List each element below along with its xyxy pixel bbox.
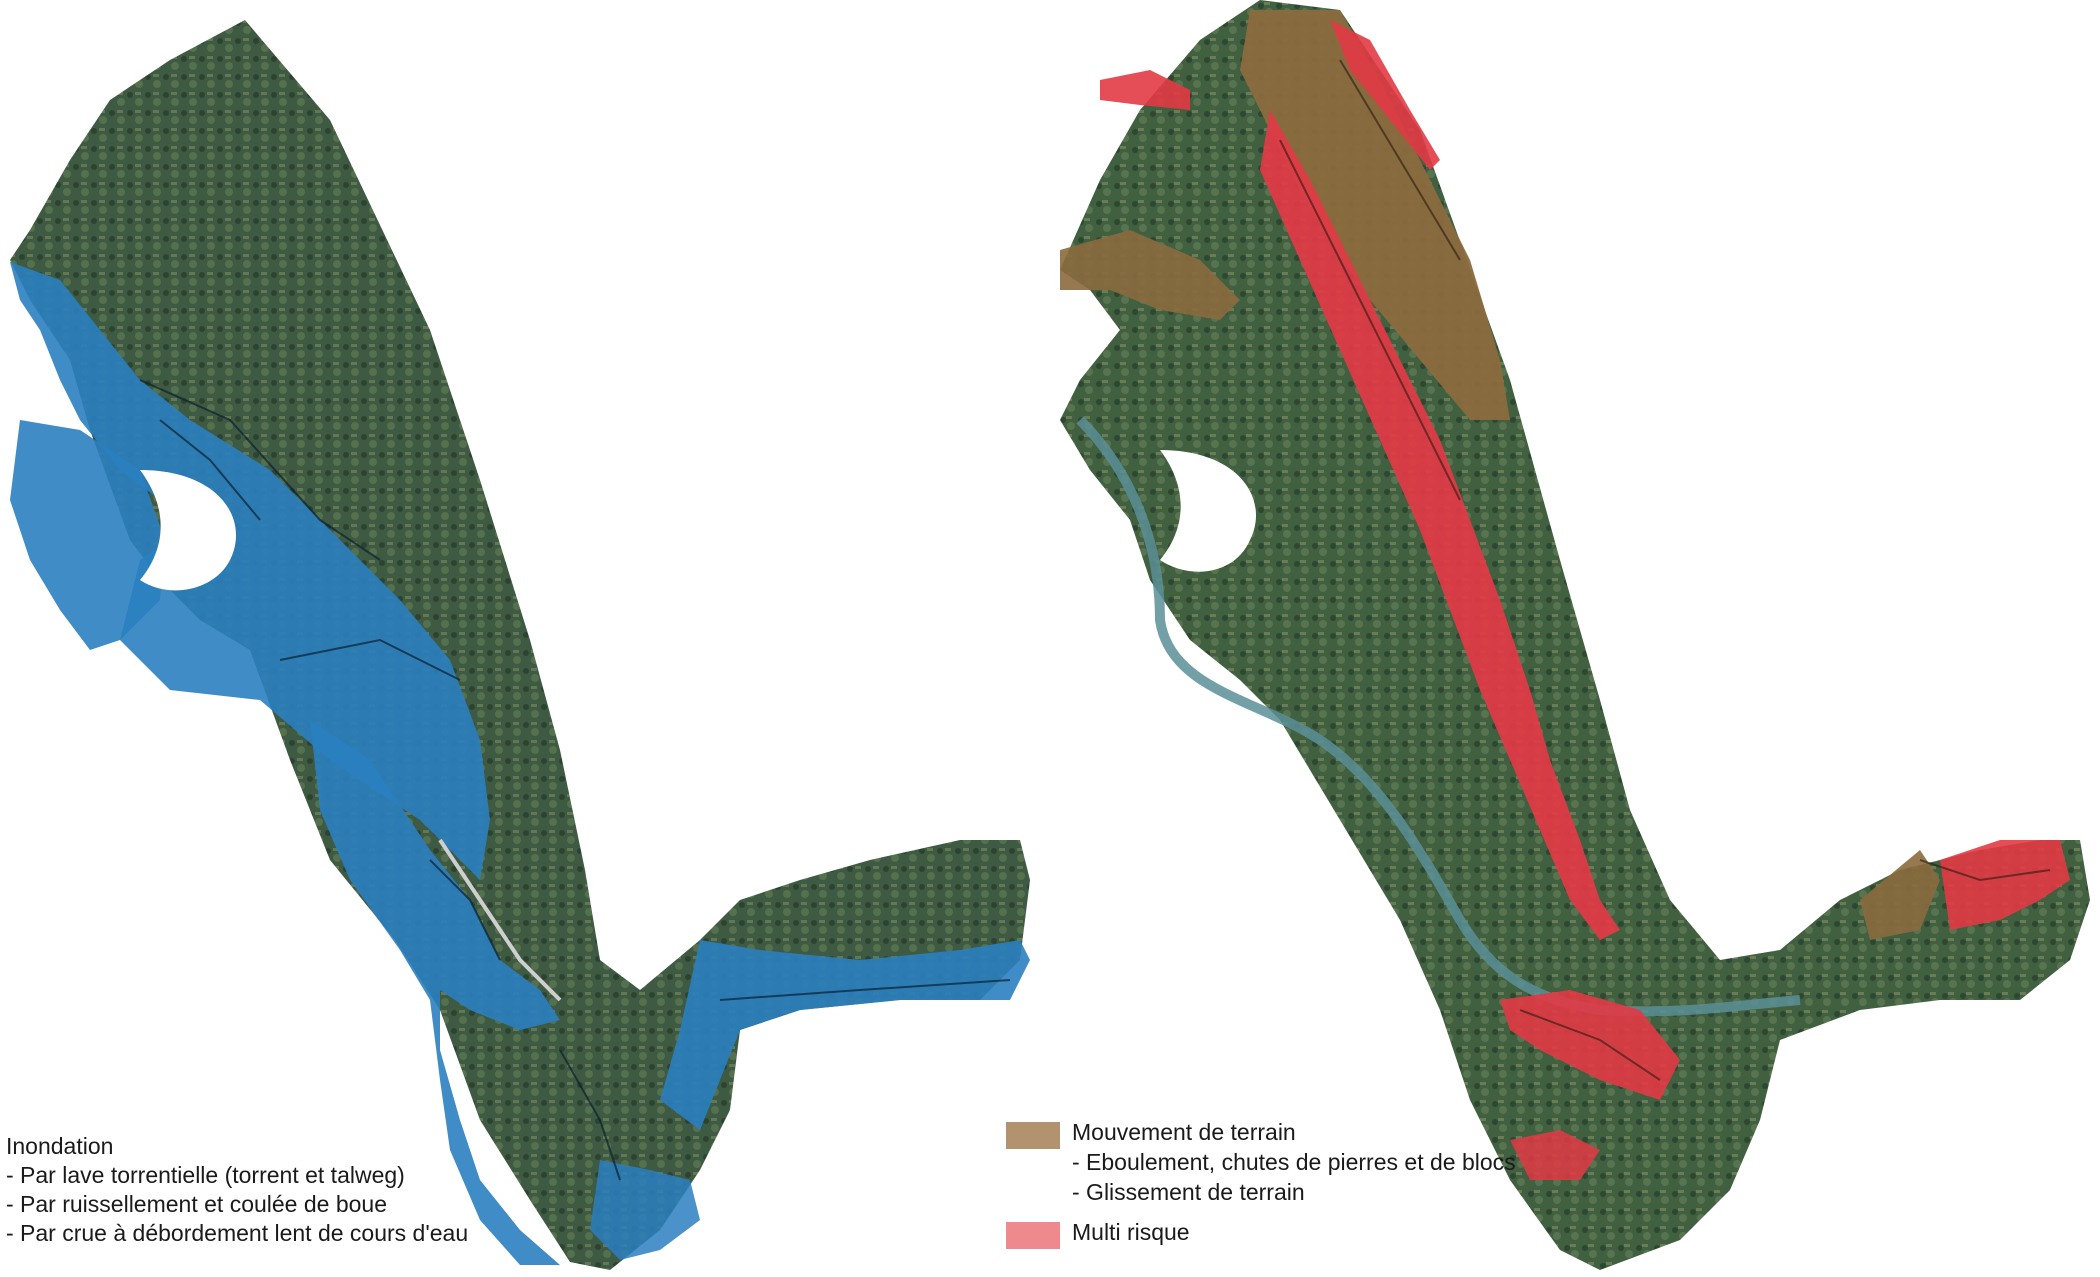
mouvement-terrain-legend-title: Mouvement de terrain <box>1072 1119 1296 1145</box>
inondation-legend-item: - Par crue à débordement lent de cours d… <box>6 1220 469 1246</box>
glissement-zone-southwest <box>1510 1130 1600 1180</box>
inondation-zone-peninsula <box>10 420 165 650</box>
inondation-legend-title: Inondation <box>6 1133 114 1159</box>
mouvement-terrain-map-svg <box>1060 0 2090 1270</box>
glissement-zone-ridge <box>1330 20 1440 170</box>
multi-risque-legend-title: Multi risque <box>1072 1219 1190 1245</box>
glissement-zone-east <box>1940 840 2070 930</box>
parcel-outlines <box>139 379 1011 1181</box>
zone-outlines <box>1279 59 2051 1081</box>
inondation-map-svg <box>10 20 1030 1270</box>
inondation-legend-item: - Par ruissellement et coulée de boue <box>6 1191 387 1217</box>
river-lake <box>1160 450 1256 572</box>
mouvement-terrain-legend: Mouvement de terrain - Eboulement, chute… <box>1006 1118 1546 1258</box>
inondation-zone-river <box>310 720 560 1265</box>
mouvement-zone-north <box>1240 10 1510 420</box>
inondation-zone-west <box>10 262 490 880</box>
mouvement-terrain-swatch <box>1006 1122 1060 1149</box>
glissement-zone-main <box>1260 110 1620 940</box>
mouvement-terrain-map <box>1040 0 2100 1277</box>
inondation-zone-east <box>660 940 1030 1130</box>
glissement-zone-south <box>1500 990 1680 1100</box>
multi-risque-swatch <box>1006 1222 1060 1249</box>
inondation-zone-south <box>590 1160 700 1260</box>
mouvement-zone-east <box>1860 850 1940 940</box>
terrain-area <box>1060 0 2090 1270</box>
inondation-map <box>0 0 1040 1277</box>
mouvement-terrain-legend-item: - Glissement de terrain <box>1072 1179 1305 1205</box>
mouvement-zone-west <box>1060 230 1240 320</box>
inondation-legend: Inondation - Par lave torrentielle (torr… <box>6 1132 468 1248</box>
glissement-zone-west <box>1100 70 1190 110</box>
mouvement-terrain-legend-item: - Eboulement, chutes de pierres et de bl… <box>1072 1149 1516 1175</box>
inondation-legend-item: - Par lave torrentielle (torrent et talw… <box>6 1162 405 1188</box>
road-line <box>438 838 562 1002</box>
inondation-lake <box>140 470 236 591</box>
